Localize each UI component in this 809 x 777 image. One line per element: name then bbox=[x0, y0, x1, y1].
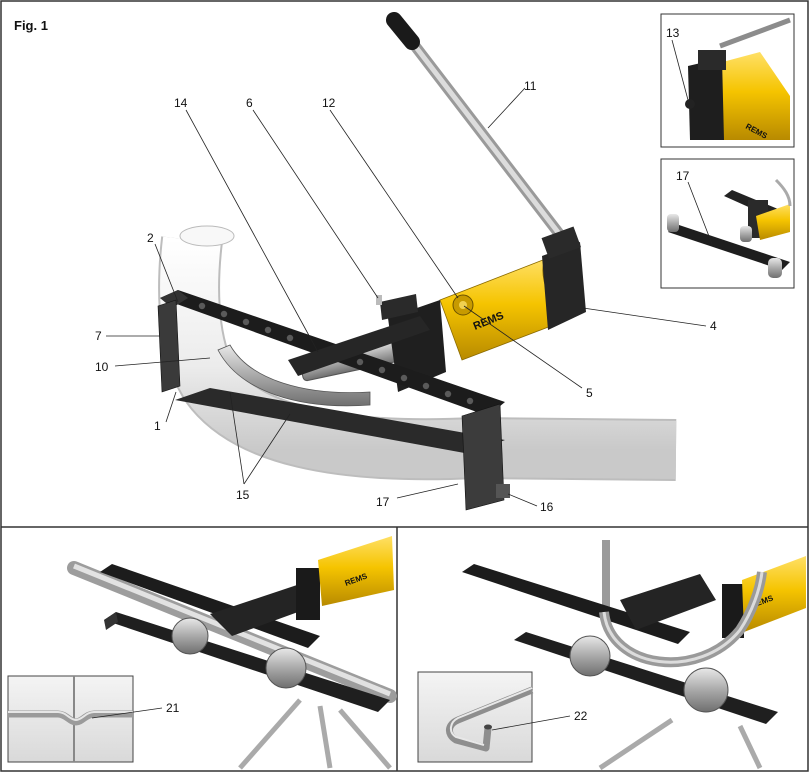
base-foot bbox=[496, 484, 510, 498]
bottom-right-panel: REMS 22 bbox=[417, 540, 806, 771]
main-illustration: REMS bbox=[157, 12, 677, 511]
locking-pin bbox=[376, 295, 382, 305]
top-plate bbox=[160, 290, 505, 416]
bottom-left-panel: REMS 21 bbox=[7, 536, 397, 770]
inset-13: REMS 13 bbox=[660, 13, 795, 148]
main-leader-lines bbox=[106, 87, 707, 507]
callout-10: 10 bbox=[95, 360, 109, 374]
callout-2: 2 bbox=[147, 231, 154, 245]
callout-12: 12 bbox=[322, 96, 336, 110]
bending-former bbox=[217, 344, 371, 407]
right-side-plate bbox=[461, 403, 505, 511]
figure-title: Fig. 1 bbox=[14, 18, 48, 33]
callout-4: 4 bbox=[710, 319, 717, 333]
callout-13: 13 bbox=[666, 26, 680, 40]
callout-7: 7 bbox=[95, 329, 102, 343]
bracket-top bbox=[380, 294, 418, 320]
callout-14: 14 bbox=[174, 96, 188, 110]
lever-grip bbox=[386, 12, 420, 50]
top-plate-holes bbox=[198, 302, 474, 405]
inset-17: 17 bbox=[660, 158, 795, 289]
callout-21: 21 bbox=[166, 701, 180, 715]
lower-plate bbox=[175, 388, 505, 454]
callout-6: 6 bbox=[246, 96, 253, 110]
callout-5: 5 bbox=[586, 386, 593, 400]
left-side-plate bbox=[157, 299, 181, 393]
callout-22: 22 bbox=[574, 709, 588, 723]
release-valve-center bbox=[459, 301, 467, 309]
pump-lever bbox=[386, 12, 582, 259]
callout-16: 16 bbox=[540, 500, 554, 514]
pump-head bbox=[542, 242, 586, 330]
pipe-end-top bbox=[179, 225, 235, 247]
callout-1: 1 bbox=[154, 419, 161, 433]
screw-13 bbox=[685, 99, 695, 109]
callout-15: 15 bbox=[236, 488, 250, 502]
callout-17-inset: 17 bbox=[676, 169, 690, 183]
callout-11: 11 bbox=[524, 79, 537, 93]
callout-17: 17 bbox=[376, 495, 390, 509]
